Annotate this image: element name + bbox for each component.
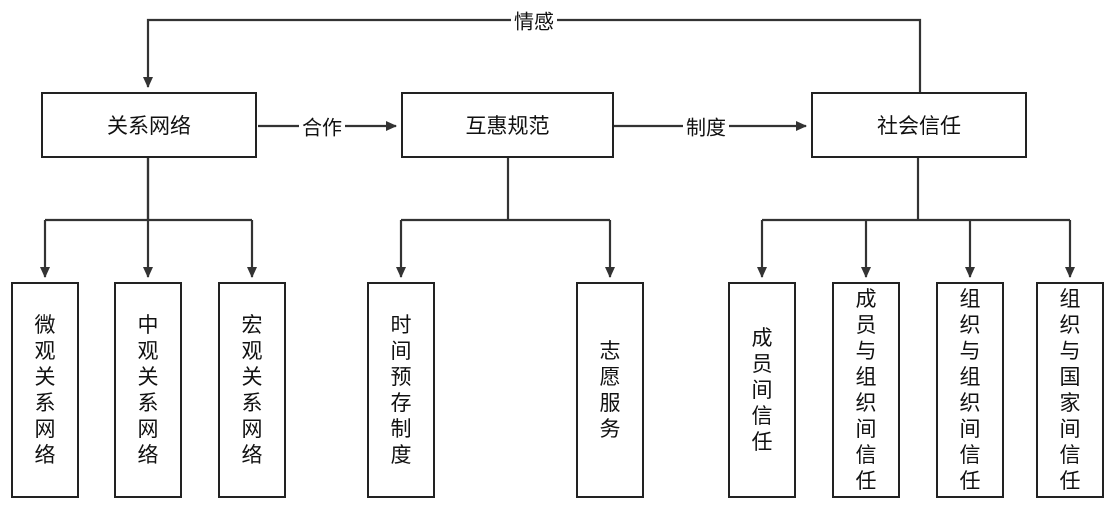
vertical-char: 志 bbox=[599, 339, 621, 363]
vertical-char: 时 bbox=[390, 313, 412, 337]
vertical-char: 络 bbox=[241, 443, 263, 467]
vertical-char: 务 bbox=[599, 417, 621, 441]
vertical-char: 络 bbox=[137, 443, 159, 467]
node-org-org-trust-label: 组织与组织间信任 bbox=[960, 286, 981, 494]
vertical-char: 服 bbox=[599, 391, 621, 415]
node-reciprocity-norms-label: 互惠规范 bbox=[465, 114, 550, 138]
node-macro-network-label: 宏观关系网络 bbox=[242, 312, 263, 468]
node-meso-network-label: 中观关系网络 bbox=[138, 312, 159, 468]
vertical-char: 任 bbox=[855, 469, 877, 493]
vertical-char: 织 bbox=[855, 391, 877, 415]
vertical-char: 间 bbox=[1059, 417, 1081, 441]
vertical-char: 网 bbox=[241, 417, 263, 441]
vertical-char: 与 bbox=[1059, 339, 1081, 363]
vertical-char: 织 bbox=[959, 391, 981, 415]
vertical-char: 织 bbox=[959, 313, 981, 337]
vertical-char: 与 bbox=[959, 339, 981, 363]
vertical-char: 网 bbox=[34, 417, 56, 441]
node-time-bank: 时间预存制度 bbox=[367, 282, 435, 498]
vertical-char: 成 bbox=[855, 287, 877, 311]
vertical-char: 系 bbox=[34, 391, 56, 415]
node-member-trust: 成员间信任 bbox=[728, 282, 796, 498]
vertical-char: 系 bbox=[241, 391, 263, 415]
vertical-char: 宏 bbox=[241, 313, 263, 337]
vertical-char: 组 bbox=[959, 365, 981, 389]
vertical-char: 国 bbox=[1059, 365, 1081, 389]
vertical-char: 预 bbox=[390, 365, 412, 389]
vertical-char: 间 bbox=[855, 417, 877, 441]
vertical-char: 与 bbox=[855, 339, 877, 363]
vertical-char: 家 bbox=[1059, 391, 1081, 415]
vertical-char: 组 bbox=[855, 365, 877, 389]
cooperation-label: 合作 bbox=[299, 111, 345, 141]
vertical-char: 信 bbox=[959, 443, 981, 467]
node-org-state-trust-label: 组织与国家间信任 bbox=[1060, 286, 1081, 494]
node-member-org-trust-label: 成员与组织间信任 bbox=[856, 286, 877, 494]
vertical-char: 员 bbox=[855, 313, 877, 337]
vertical-char: 任 bbox=[751, 430, 773, 454]
vertical-char: 网 bbox=[137, 417, 159, 441]
vertical-char: 观 bbox=[34, 339, 56, 363]
vertical-char: 信 bbox=[1059, 443, 1081, 467]
vertical-char: 关 bbox=[241, 365, 263, 389]
vertical-char: 织 bbox=[1059, 313, 1081, 337]
node-macro-network: 宏观关系网络 bbox=[218, 282, 286, 498]
institution-label: 制度 bbox=[683, 111, 729, 141]
vertical-char: 间 bbox=[959, 417, 981, 441]
node-social-trust-label: 社会信任 bbox=[877, 114, 961, 138]
node-relationship-network: 关系网络 bbox=[41, 92, 257, 158]
vertical-char: 任 bbox=[1059, 469, 1081, 493]
vertical-char: 系 bbox=[137, 391, 159, 415]
vertical-char: 组 bbox=[959, 287, 981, 311]
vertical-char: 存 bbox=[390, 391, 412, 415]
node-reciprocity-norms: 互惠规范 bbox=[401, 92, 614, 158]
vertical-char: 观 bbox=[137, 339, 159, 363]
node-relationship-network-label: 关系网络 bbox=[107, 114, 191, 138]
vertical-char: 信 bbox=[751, 404, 773, 428]
node-member-org-trust: 成员与组织间信任 bbox=[832, 282, 900, 498]
vertical-char: 制 bbox=[390, 417, 412, 441]
node-org-state-trust: 组织与国家间信任 bbox=[1036, 282, 1104, 498]
vertical-char: 成 bbox=[751, 326, 773, 350]
node-micro-network: 微观关系网络 bbox=[11, 282, 79, 498]
vertical-char: 络 bbox=[34, 443, 56, 467]
node-member-trust-label: 成员间信任 bbox=[752, 325, 773, 455]
vertical-char: 关 bbox=[137, 365, 159, 389]
vertical-char: 组 bbox=[1059, 287, 1081, 311]
feedback-label: 情感 bbox=[511, 5, 557, 35]
vertical-char: 间 bbox=[751, 378, 773, 402]
vertical-char: 微 bbox=[34, 313, 56, 337]
node-meso-network: 中观关系网络 bbox=[114, 282, 182, 498]
node-social-trust: 社会信任 bbox=[811, 92, 1027, 158]
node-volunteer-service-label: 志愿服务 bbox=[600, 338, 621, 442]
vertical-char: 关 bbox=[34, 365, 56, 389]
vertical-char: 度 bbox=[390, 443, 412, 467]
vertical-char: 观 bbox=[241, 339, 263, 363]
vertical-char: 中 bbox=[137, 313, 159, 337]
vertical-char: 员 bbox=[751, 352, 773, 376]
node-volunteer-service: 志愿服务 bbox=[576, 282, 644, 498]
node-org-org-trust: 组织与组织间信任 bbox=[936, 282, 1004, 498]
vertical-char: 愿 bbox=[599, 365, 621, 389]
vertical-char: 间 bbox=[390, 339, 412, 363]
node-micro-network-label: 微观关系网络 bbox=[35, 312, 56, 468]
vertical-char: 信 bbox=[855, 443, 877, 467]
vertical-char: 任 bbox=[959, 469, 981, 493]
node-time-bank-label: 时间预存制度 bbox=[391, 312, 412, 468]
